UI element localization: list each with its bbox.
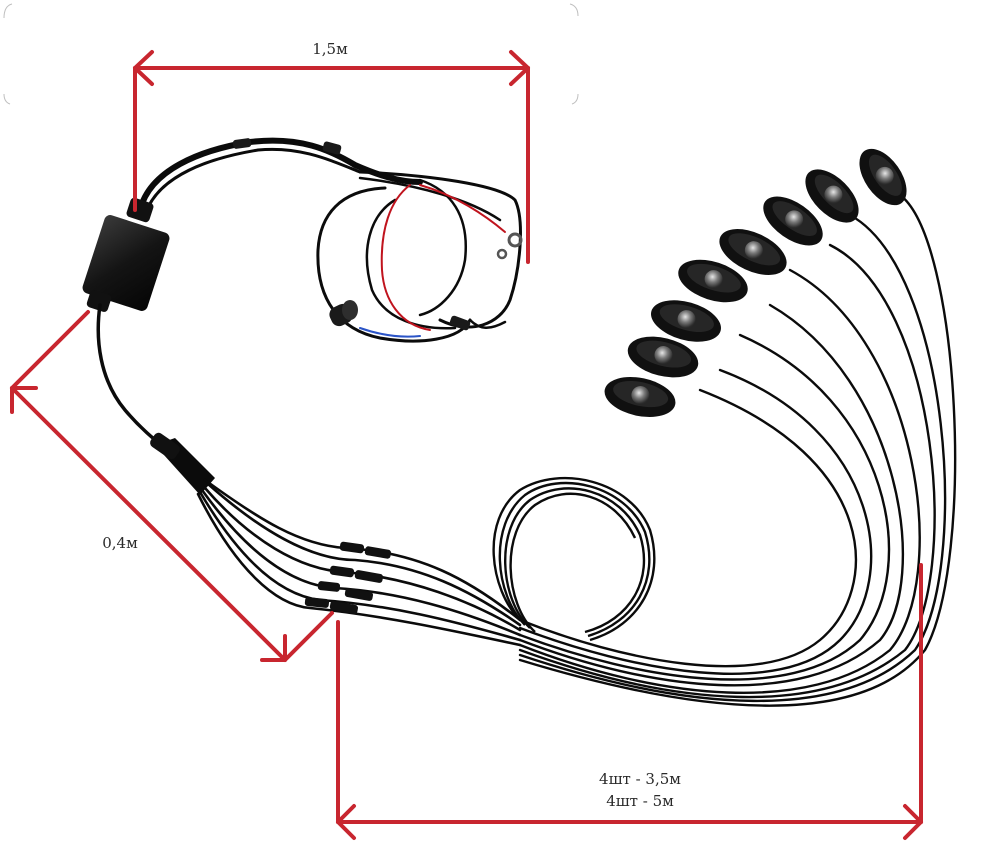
inline-connector — [232, 138, 342, 155]
label-pod-cable-length-2: 4шт - 5м — [606, 792, 674, 810]
led-rock-light — [805, 169, 859, 223]
controller-cable — [137, 137, 423, 214]
inline-connectors — [304, 541, 392, 614]
pod-cables — [518, 193, 957, 707]
crop-corner-marks — [3, 3, 579, 105]
label-controller-cable-length: 1,5м — [312, 40, 348, 58]
dimension-arrow-controller-cable — [133, 50, 530, 264]
cable-coil — [492, 477, 656, 642]
dimension-arrow-pod-cables — [336, 563, 923, 840]
led-rock-light — [719, 229, 787, 275]
led-rock-light — [604, 376, 676, 418]
led-rock-light — [763, 196, 823, 246]
splitter-cable — [96, 303, 167, 450]
led-pods — [604, 148, 907, 418]
8-way-splitter — [150, 432, 215, 495]
led-rock-light — [651, 300, 721, 342]
dimension-arrow-splitter-cable — [10, 310, 334, 662]
led-rock-light — [627, 336, 699, 378]
fuse-holder — [449, 315, 471, 331]
label-splitter-cable-length: 0,4м — [102, 534, 138, 552]
led-rock-light — [859, 148, 907, 206]
ring-terminal — [496, 232, 523, 260]
led-rock-light — [678, 259, 748, 303]
control-box — [82, 197, 170, 312]
label-pod-cable-length-1: 4шт - 3,5м — [599, 770, 681, 788]
switch-plug — [329, 300, 358, 327]
